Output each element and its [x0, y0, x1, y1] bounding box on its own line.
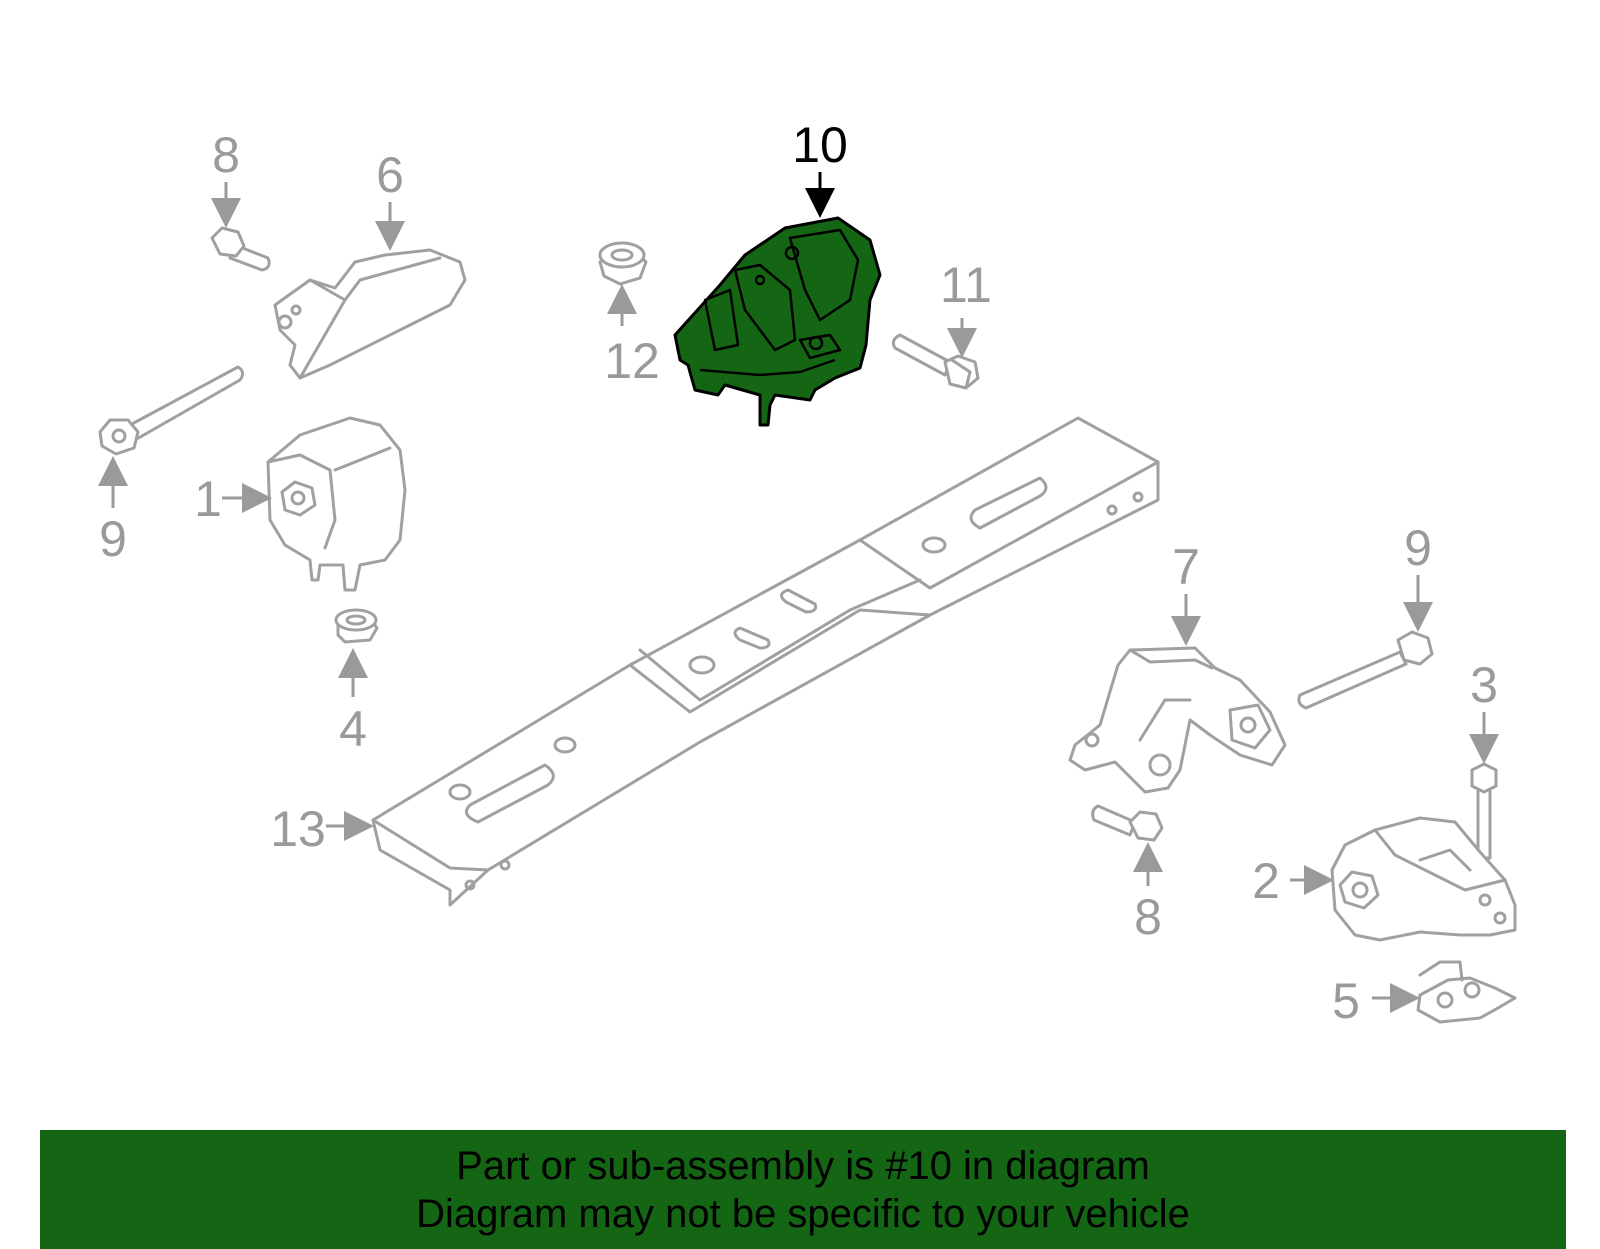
callout-6[interactable]: 6: [376, 147, 404, 203]
mount-bracket-part-10[interactable]: [673, 216, 882, 427]
mount-part-2: [1330, 816, 1517, 942]
banner-line-part-info: Part or sub-assembly is #10 in diagram: [456, 1144, 1150, 1188]
callout-5[interactable]: 5: [1332, 973, 1360, 1029]
callout-12[interactable]: 12: [604, 333, 660, 389]
info-banner: Part or sub-assembly is #10 in diagram D…: [40, 1130, 1566, 1249]
nut-part-12: [598, 241, 648, 286]
callout-8-right[interactable]: 8: [1134, 889, 1162, 945]
callout-2[interactable]: 2: [1252, 853, 1280, 909]
banner-line-disclaimer: Diagram may not be specific to your vehi…: [416, 1192, 1190, 1236]
bolt-part-8-left: [210, 226, 271, 272]
crossmember-part-13: [371, 416, 1160, 907]
bolt-part-9-left: [98, 365, 245, 456]
callout-10[interactable]: 10: [792, 117, 848, 173]
callout-11[interactable]: 11: [940, 257, 992, 313]
bolt-part-8-right: [1091, 804, 1164, 842]
callout-13[interactable]: 13: [270, 801, 326, 857]
plate-part-5: [1416, 960, 1517, 1024]
callout-9-left[interactable]: 9: [99, 511, 127, 567]
mount-part-1: [266, 416, 407, 592]
callout-1[interactable]: 1: [194, 471, 222, 527]
nut-part-4: [334, 608, 379, 644]
bolt-part-3: [1470, 762, 1498, 860]
callout-3[interactable]: 3: [1470, 657, 1498, 713]
callout-8-left[interactable]: 8: [212, 127, 240, 183]
bolt-part-11: [891, 333, 980, 390]
callout-7[interactable]: 7: [1172, 539, 1200, 595]
bracket-part-7: [1068, 646, 1287, 794]
bracket-part-6: [273, 248, 467, 380]
bolt-part-9-right: [1297, 630, 1434, 710]
callout-9-right[interactable]: 9: [1404, 520, 1432, 576]
callout-4[interactable]: 4: [339, 701, 367, 757]
